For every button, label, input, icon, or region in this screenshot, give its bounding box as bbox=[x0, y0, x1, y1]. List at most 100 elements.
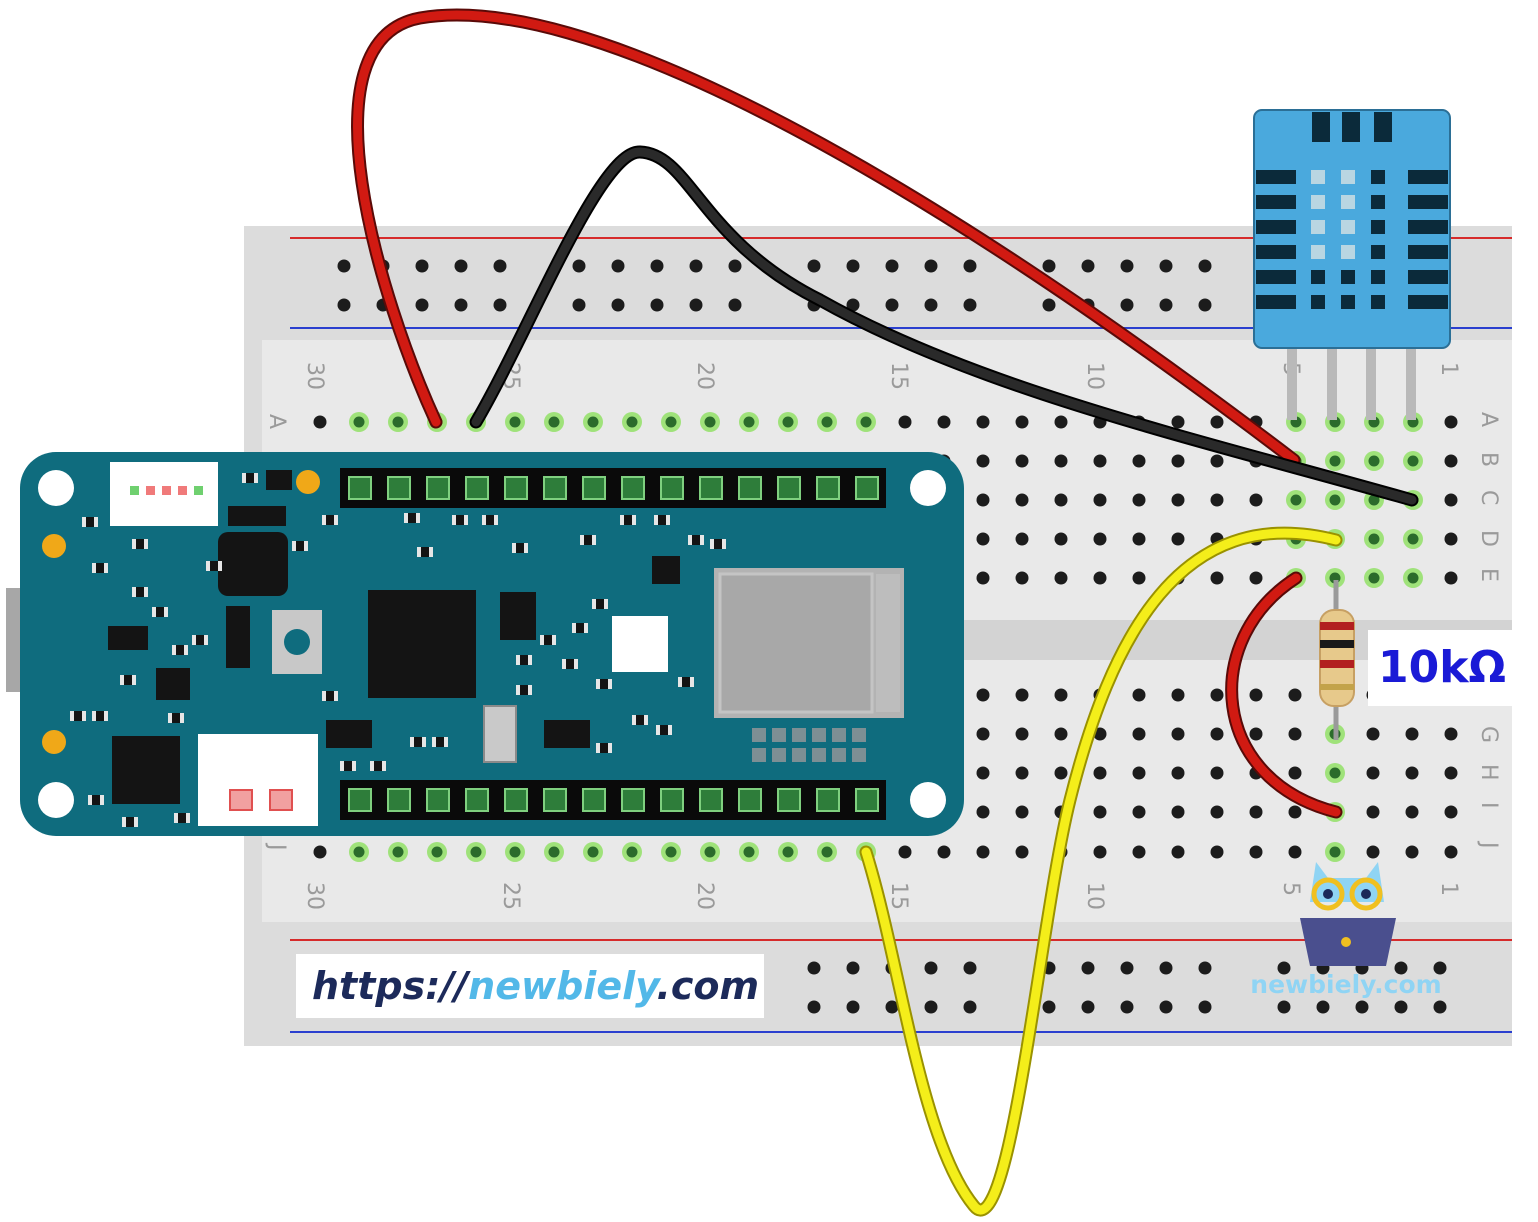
hole bbox=[1054, 532, 1068, 546]
hole bbox=[1093, 532, 1107, 546]
pad bbox=[852, 728, 866, 742]
rail-hole bbox=[963, 259, 977, 273]
newbiely-logo-text: newbiely.com bbox=[1250, 970, 1442, 999]
row-letter: J bbox=[264, 842, 289, 851]
hole bbox=[1444, 727, 1458, 741]
header-pin bbox=[660, 788, 684, 812]
rail-hole bbox=[1081, 259, 1095, 273]
rail-hole bbox=[1198, 259, 1212, 273]
rail-hole bbox=[1159, 259, 1173, 273]
black-wire-gnd bbox=[469, 145, 1419, 507]
row-letter: G bbox=[1476, 726, 1501, 743]
hole bbox=[1444, 571, 1458, 585]
rail-hole bbox=[1081, 961, 1095, 975]
hole bbox=[1249, 845, 1263, 859]
header-pin bbox=[816, 788, 840, 812]
pad bbox=[752, 728, 766, 742]
pad bbox=[752, 748, 766, 762]
rail-hole bbox=[885, 1000, 899, 1014]
hole bbox=[976, 688, 990, 702]
rail-hole bbox=[1081, 1000, 1095, 1014]
rail-hole bbox=[728, 259, 742, 273]
hole bbox=[1132, 805, 1146, 819]
header-pin bbox=[543, 476, 567, 500]
hole bbox=[1249, 688, 1263, 702]
rail-hole bbox=[963, 961, 977, 975]
url-prefix: https:// bbox=[312, 964, 469, 1008]
hole bbox=[976, 766, 990, 780]
rail-hole bbox=[650, 259, 664, 273]
rail-hole bbox=[454, 298, 468, 312]
hole bbox=[976, 532, 990, 546]
col-number: 15 bbox=[886, 362, 911, 390]
pad bbox=[772, 748, 786, 762]
hole bbox=[1171, 454, 1185, 468]
header-pin bbox=[660, 476, 684, 500]
rail-hole bbox=[572, 298, 586, 312]
rail-hole bbox=[1198, 298, 1212, 312]
pad bbox=[832, 748, 846, 762]
rail-hole bbox=[493, 259, 507, 273]
header-pin bbox=[465, 476, 489, 500]
hole bbox=[976, 845, 990, 859]
row-letter: H bbox=[1476, 764, 1501, 781]
col-number: 30 bbox=[302, 882, 327, 910]
header-pin bbox=[387, 476, 411, 500]
pad bbox=[852, 748, 866, 762]
hole bbox=[1366, 766, 1380, 780]
hole bbox=[1288, 688, 1302, 702]
rail-hole bbox=[846, 259, 860, 273]
rail-hole bbox=[493, 298, 507, 312]
rail-hole bbox=[924, 1000, 938, 1014]
hole bbox=[1093, 766, 1107, 780]
rail-hole bbox=[846, 961, 860, 975]
hole bbox=[1249, 727, 1263, 741]
hole bbox=[1171, 532, 1185, 546]
hole bbox=[1171, 415, 1185, 429]
resistor-10k bbox=[1319, 580, 1355, 740]
header-pin bbox=[855, 788, 879, 812]
col-number: 5 bbox=[1278, 882, 1303, 896]
header-pin bbox=[465, 788, 489, 812]
hole bbox=[1444, 805, 1458, 819]
arduino-mkr-board bbox=[6, 452, 964, 836]
header-pin bbox=[738, 476, 762, 500]
header-pin bbox=[738, 788, 762, 812]
red-wire-pullup bbox=[1225, 571, 1343, 819]
header-pin bbox=[387, 788, 411, 812]
col-number: 1 bbox=[1436, 362, 1461, 376]
red-wire-vcc bbox=[351, 8, 1301, 467]
hole bbox=[1444, 532, 1458, 546]
website-url[interactable]: https://newbiely.com bbox=[296, 954, 764, 1018]
rail-hole bbox=[611, 298, 625, 312]
hole bbox=[976, 727, 990, 741]
col-number: 1 bbox=[1436, 882, 1461, 896]
rail-hole bbox=[807, 1000, 821, 1014]
hole bbox=[1015, 454, 1029, 468]
hole bbox=[1405, 727, 1419, 741]
hole bbox=[1288, 805, 1302, 819]
rail-hole bbox=[807, 961, 821, 975]
col-number: 10 bbox=[1082, 882, 1107, 910]
resistor-value-label: 10kΩ bbox=[1368, 630, 1516, 706]
rail-hole bbox=[885, 298, 899, 312]
hole bbox=[1132, 571, 1146, 585]
header-pin bbox=[621, 788, 645, 812]
col-number: 15 bbox=[886, 882, 911, 910]
header-pin bbox=[504, 476, 528, 500]
hole bbox=[1015, 766, 1029, 780]
row-letter: B bbox=[1476, 452, 1501, 467]
hole bbox=[1171, 727, 1185, 741]
hole bbox=[1093, 493, 1107, 507]
rail-hole bbox=[1120, 259, 1134, 273]
header-pin bbox=[426, 788, 450, 812]
hole bbox=[937, 845, 951, 859]
rail-hole bbox=[1159, 1000, 1173, 1014]
hole bbox=[1015, 532, 1029, 546]
row-letter: D bbox=[1476, 530, 1501, 547]
hole bbox=[1444, 845, 1458, 859]
pad bbox=[772, 728, 786, 742]
header-pin bbox=[699, 788, 723, 812]
header-pin bbox=[504, 788, 528, 812]
pad bbox=[832, 728, 846, 742]
